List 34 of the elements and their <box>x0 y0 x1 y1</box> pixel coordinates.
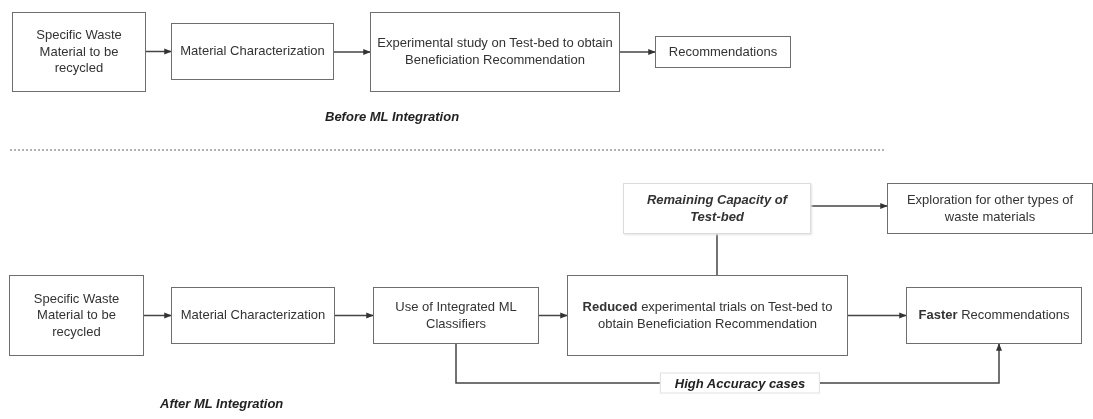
edge-label: High Accuracy cases <box>659 372 821 394</box>
process-box <box>373 287 539 344</box>
process-box <box>9 275 144 356</box>
connector-line <box>716 233 718 276</box>
process-box <box>12 12 146 92</box>
box-text: Experimental study on Test-bed to obtain Beneficiation Recommendation <box>377 35 613 69</box>
box-text: Specific Waste Material to be recycled <box>32 290 121 341</box>
arrow <box>847 312 907 319</box>
box-text: Exploration for other types of waste materials <box>905 191 1075 226</box>
arrow <box>334 312 374 319</box>
arrow <box>143 312 172 319</box>
box-text: Material Characterization <box>180 307 326 324</box>
process-box <box>887 183 1093 234</box>
process-box <box>623 183 811 234</box>
arrow <box>333 49 371 55</box>
process-box <box>655 36 791 68</box>
box-text: Recommendations <box>668 43 778 61</box>
process-box <box>370 12 620 92</box>
arrow <box>810 203 888 209</box>
section-caption: Before ML Integration <box>325 109 460 124</box>
box-text: Material Characterization <box>180 43 325 60</box>
box-text: Use of Integrated ML Classifiers <box>394 298 518 333</box>
arrow <box>619 49 656 55</box>
arrow <box>538 312 568 319</box>
box-text: Faster Recommendations <box>918 307 1070 324</box>
process-box <box>171 287 335 344</box>
arrow <box>145 48 172 55</box>
section-caption: After ML Integration <box>160 396 284 411</box>
box-text: Reduced experimental trials on Test-bed to obtain Beneficiation Recommendation <box>581 298 834 333</box>
process-box <box>906 287 1082 344</box>
box-text: Specific Waste Material to be recycled <box>35 27 123 77</box>
process-box <box>567 275 848 356</box>
box-text: Remaining Capacity of Test-bed <box>645 191 789 226</box>
process-box <box>171 23 334 80</box>
